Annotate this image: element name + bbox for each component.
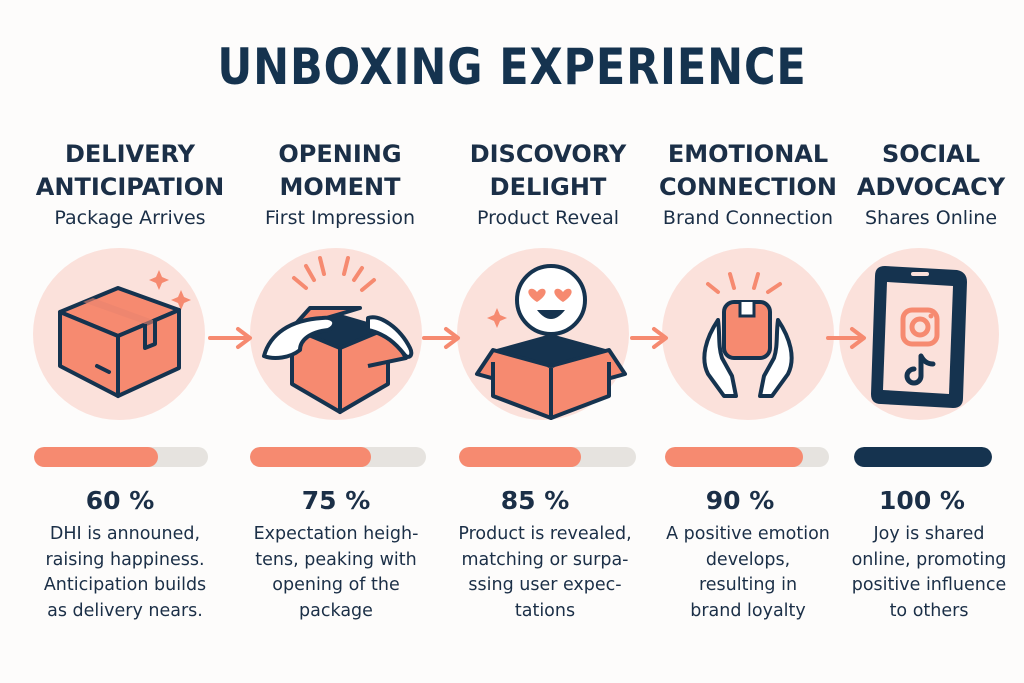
percent-label: 85 % — [500, 486, 570, 515]
percent-label: 90 % — [705, 486, 775, 515]
progress-fill — [34, 447, 158, 467]
stage-description: DHI is announed, raising happiness. Anti… — [43, 524, 207, 621]
stage-description: A positive emotion develops, resulting i… — [666, 524, 830, 621]
stage-header-social: SOCIAL ADVOCACY Shares Online — [845, 138, 1017, 231]
progress-fill — [854, 447, 992, 467]
stage-subtitle: Shares Online — [864, 207, 998, 229]
stage-icon-circle — [457, 248, 629, 420]
closed-box-icon — [58, 270, 191, 398]
stage-icon-circle — [839, 248, 999, 420]
progress-bar — [854, 447, 992, 467]
stage-icon-circle — [250, 248, 422, 420]
stage-heading: MOMENT — [279, 173, 401, 201]
hands-holding-package-icon — [702, 272, 794, 398]
arrow-right-icon — [208, 327, 252, 349]
arrow-right-icon — [826, 327, 866, 349]
progress-bar — [250, 447, 426, 467]
stage-heading: DELIVERY — [64, 140, 196, 168]
heart-eyes-box-icon — [475, 264, 627, 420]
progress-bar — [665, 447, 829, 467]
stage-header-emotional: EMOTIONAL CONNECTION Brand Connection — [652, 138, 844, 231]
arrow-right-icon — [630, 327, 668, 349]
percent-label: 100 % — [879, 486, 965, 515]
stage-subtitle: Product Reveal — [476, 207, 620, 229]
stage-heading: EMOTIONAL — [667, 140, 829, 168]
stage-heading: SOCIAL — [881, 140, 981, 168]
progress-fill — [665, 447, 803, 467]
progress-fill — [250, 447, 372, 467]
stage-subtitle: First Impression — [264, 207, 416, 229]
stage-heading: DISCOVORY — [469, 140, 627, 168]
stage-icon-circle — [662, 248, 834, 420]
stage-subtitle: Brand Connection — [662, 207, 834, 229]
stage-heading: ADVOCACY — [856, 173, 1006, 201]
stage-icon-circle — [33, 248, 205, 420]
stage-header-discovery: DISCOVORY DELIGHT Product Reveal — [448, 138, 648, 231]
stage-subtitle: Package Arrives — [54, 207, 206, 229]
stage-heading: DELIGHT — [489, 173, 607, 201]
progress-bar — [459, 447, 636, 467]
stage-description: Joy is shared online, promoting positive… — [851, 524, 1007, 621]
stage-heading: OPENING — [278, 140, 402, 168]
stage-heading: CONNECTION — [659, 173, 837, 201]
hands-opening-box-icon — [262, 256, 414, 414]
page-title: UNBOXING EXPERIENCE — [217, 38, 807, 96]
stage-header-opening: OPENING MOMENT First Impression — [240, 138, 440, 231]
stage-description: Product is revealed, matching or surpa- … — [458, 524, 632, 621]
phone-social-icon — [871, 266, 967, 408]
progress-bar — [34, 447, 208, 467]
stage-header-delivery: DELIVERY ANTICIPATION Package Arrives — [25, 138, 235, 231]
percent-label: 60 % — [85, 486, 155, 515]
percent-label: 75 % — [301, 486, 371, 515]
stage-description: Expectation heigh- tens, peaking with op… — [253, 524, 419, 621]
progress-fill — [459, 447, 582, 467]
arrow-right-icon — [422, 327, 460, 349]
stage-heading: ANTICIPATION — [35, 173, 225, 201]
